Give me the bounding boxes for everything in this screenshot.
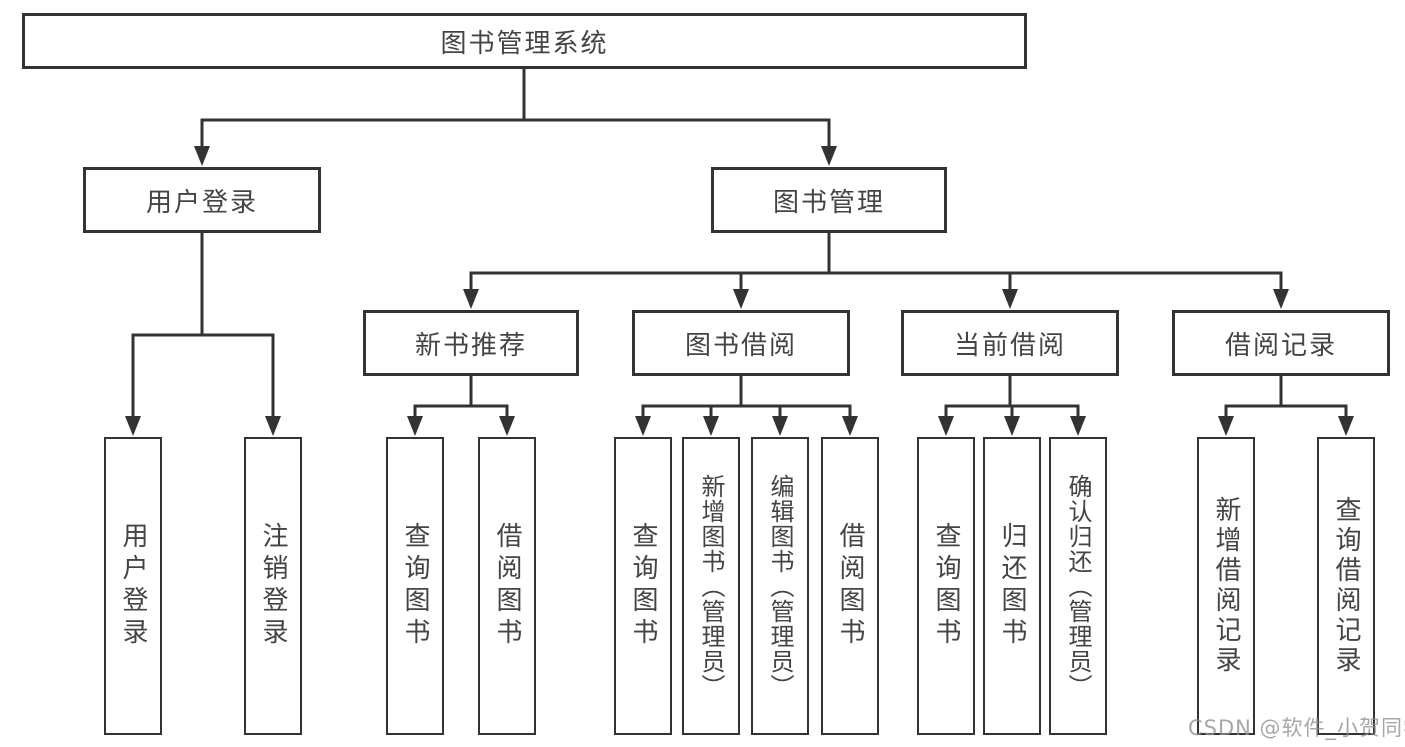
leaf-borrow-book-1-label: 借阅图书	[492, 522, 522, 650]
node-borrow-record-label: 借阅记录	[1224, 330, 1337, 361]
arrowhead	[1338, 416, 1354, 436]
arrowhead	[842, 416, 858, 436]
leaf-add-borrow-record-label: 新增借阅记录	[1211, 496, 1241, 676]
leaf-borrow-book-2-label: 借阅图书	[835, 522, 865, 650]
leaf-logout: 注销登录	[244, 437, 302, 735]
arrowhead	[463, 289, 479, 309]
leaf-borrow-book-1: 借阅图书	[478, 437, 536, 735]
connector-book-mgmt-children	[463, 233, 1289, 309]
arrowhead	[703, 416, 719, 436]
arrowhead	[1070, 416, 1086, 436]
node-current-borrow-label: 当前借阅	[953, 330, 1066, 361]
arrowhead	[265, 416, 281, 436]
leaf-user-login-label: 用户登录	[118, 522, 148, 650]
connector-book-borrow-children	[635, 376, 858, 436]
arrowhead	[1273, 289, 1289, 309]
leaf-edit-book-admin: 编辑图书（管理员）	[751, 437, 809, 735]
node-root-label: 图书管理系统	[440, 28, 609, 59]
node-book-mgmt-label: 图书管理	[772, 187, 885, 218]
arrowhead	[194, 146, 210, 166]
arrowhead	[125, 416, 141, 436]
leaf-query-book-3-label: 查询图书	[931, 522, 961, 650]
arrowhead	[821, 146, 837, 166]
node-book-borrow: 图书借阅	[632, 310, 850, 376]
leaf-confirm-return-admin: 确认归还（管理员）	[1049, 437, 1107, 735]
connector-new-book-rec-children	[407, 376, 515, 436]
arrowhead	[1218, 416, 1234, 436]
arrowhead	[499, 416, 515, 436]
leaf-query-book-1-label: 查询图书	[400, 522, 430, 650]
arrowhead	[772, 416, 788, 436]
arrowhead	[635, 416, 651, 436]
node-book-borrow-label: 图书借阅	[684, 330, 797, 361]
node-borrow-record: 借阅记录	[1172, 310, 1390, 376]
leaf-logout-label: 注销登录	[258, 522, 288, 650]
leaf-add-book-admin-label: 新增图书（管理员）	[697, 473, 725, 699]
node-current-borrow: 当前借阅	[901, 310, 1119, 376]
connector-user-login-children	[125, 233, 281, 436]
leaf-add-borrow-record: 新增借阅记录	[1197, 437, 1255, 735]
leaf-query-book-3: 查询图书	[917, 437, 975, 735]
arrowhead	[407, 416, 423, 436]
node-book-mgmt: 图书管理	[711, 167, 947, 233]
leaf-query-book-2: 查询图书	[614, 437, 672, 735]
leaf-confirm-return-admin-label: 确认归还（管理员）	[1064, 473, 1092, 699]
arrowhead	[1002, 289, 1018, 309]
node-user-login: 用户登录	[83, 167, 321, 233]
leaf-query-borrow-record: 查询借阅记录	[1317, 437, 1375, 735]
leaf-return-book: 归还图书	[983, 437, 1041, 735]
arrowhead	[938, 416, 954, 436]
leaf-borrow-book-2: 借阅图书	[821, 437, 879, 735]
leaf-user-login: 用户登录	[104, 437, 162, 735]
connector-current-borrow-children	[938, 376, 1086, 436]
node-user-login-label: 用户登录	[145, 187, 258, 218]
arrowhead	[733, 289, 749, 309]
node-new-book-rec: 新书推荐	[363, 310, 579, 376]
leaf-edit-book-admin-label: 编辑图书（管理员）	[766, 473, 794, 699]
leaf-query-borrow-record-label: 查询借阅记录	[1331, 496, 1361, 676]
node-root: 图书管理系统	[22, 13, 1027, 69]
leaf-query-book-1: 查询图书	[386, 437, 444, 735]
leaf-return-book-label: 归还图书	[997, 522, 1027, 650]
leaf-add-book-admin: 新增图书（管理员）	[682, 437, 740, 735]
arrowhead	[1004, 416, 1020, 436]
csdn-watermark: CSDN @软件_小贺同学	[1188, 716, 1405, 740]
node-new-book-rec-label: 新书推荐	[414, 330, 527, 361]
connector-borrow-record-children	[1218, 376, 1354, 436]
connector-root-to-level2	[194, 69, 837, 166]
leaf-query-book-2-label: 查询图书	[628, 522, 658, 650]
